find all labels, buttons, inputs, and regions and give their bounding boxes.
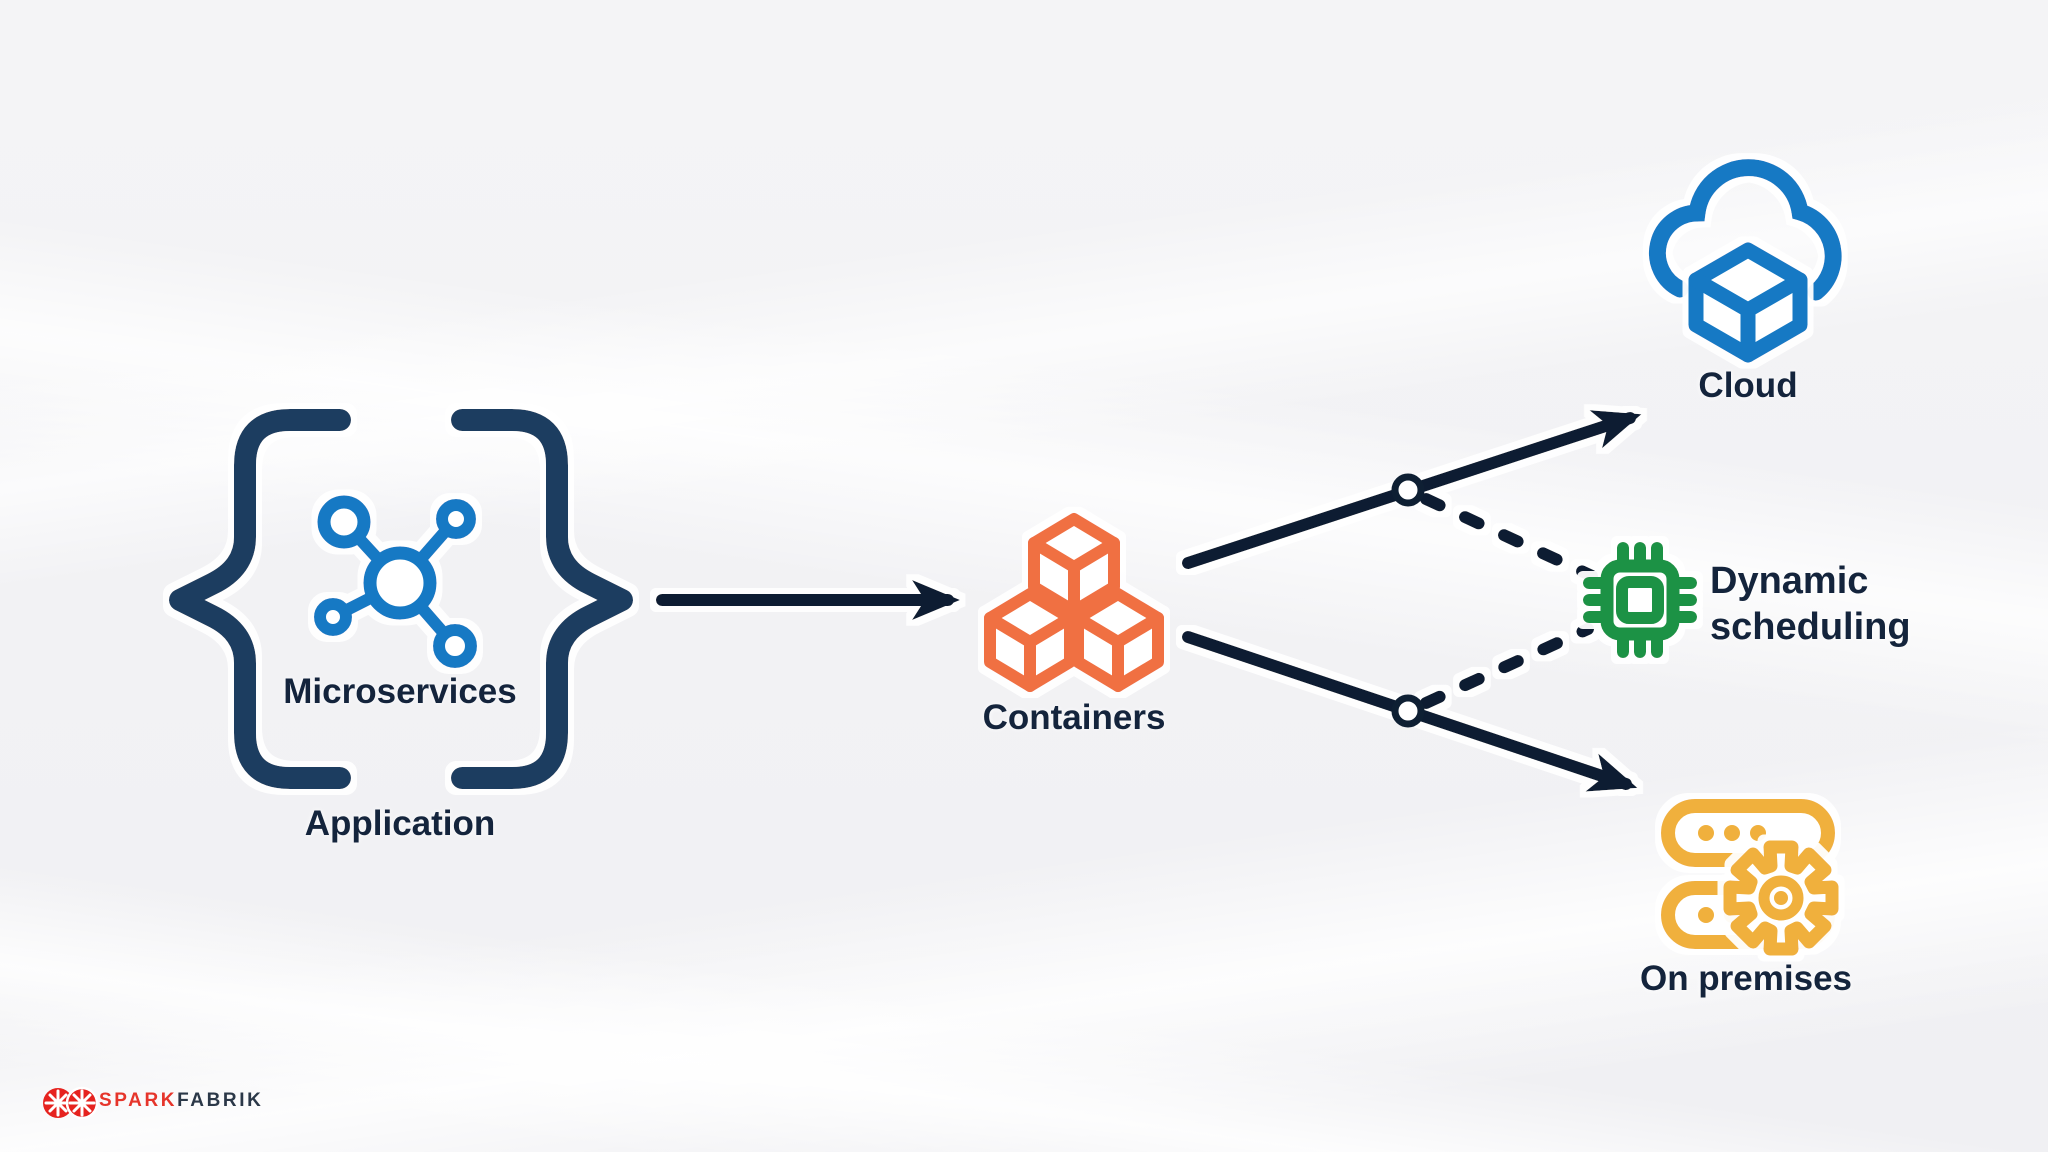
molecule-hub [363,546,437,620]
molecule-node [433,624,477,668]
application-label: Application [304,804,496,843]
molecule-node [436,499,476,539]
cube-top [1028,513,1120,617]
branch-circle-cloud [1391,473,1425,507]
gear-center-dot [1774,891,1788,905]
cloud-cube [1688,242,1808,363]
dashed-line-cloud-branch-to-scheduling [1420,493,1598,582]
curly-braces-icon [169,409,633,789]
dynamic-scheduling-line1: Dynamic [1710,560,1869,602]
on-premises-label: On premises [1639,959,1853,998]
cube-bottom-right [1072,588,1164,692]
cloud-outline [1648,159,1842,301]
cloud-label: Cloud [1698,366,1798,405]
cpu-chip-icon [1583,542,1697,658]
logo-text-spark: SPARK [99,1090,178,1111]
sparkfabrik-logo-text: SPARKFABRIK [99,1090,263,1112]
cube-bottom-left [984,588,1076,692]
logo-text-fabrik: FABRIK [177,1090,264,1111]
dashed-line-premises-branch-to-scheduling [1420,623,1594,709]
microservices-label: Microservices [283,672,517,711]
molecule-node [314,598,352,636]
dynamic-scheduling-line2: scheduling [1710,606,1911,648]
dynamic-scheduling-label: Dynamic scheduling [1710,558,1911,650]
microservices-network-icon [314,495,477,668]
left-brace [169,409,351,789]
cloud-box-icon [1648,159,1842,363]
sparkfabrik-logo-mark [43,1086,99,1120]
server-gear-icon [1661,799,1839,956]
containers-label: Containers [982,698,1166,737]
right-brace [451,409,633,789]
branch-nodes [1391,473,1425,728]
molecule-node [317,495,371,549]
container-cubes-icon [984,513,1164,692]
gear [1723,840,1839,956]
chip-core [1616,576,1664,624]
branch-circle-premises [1391,694,1425,728]
